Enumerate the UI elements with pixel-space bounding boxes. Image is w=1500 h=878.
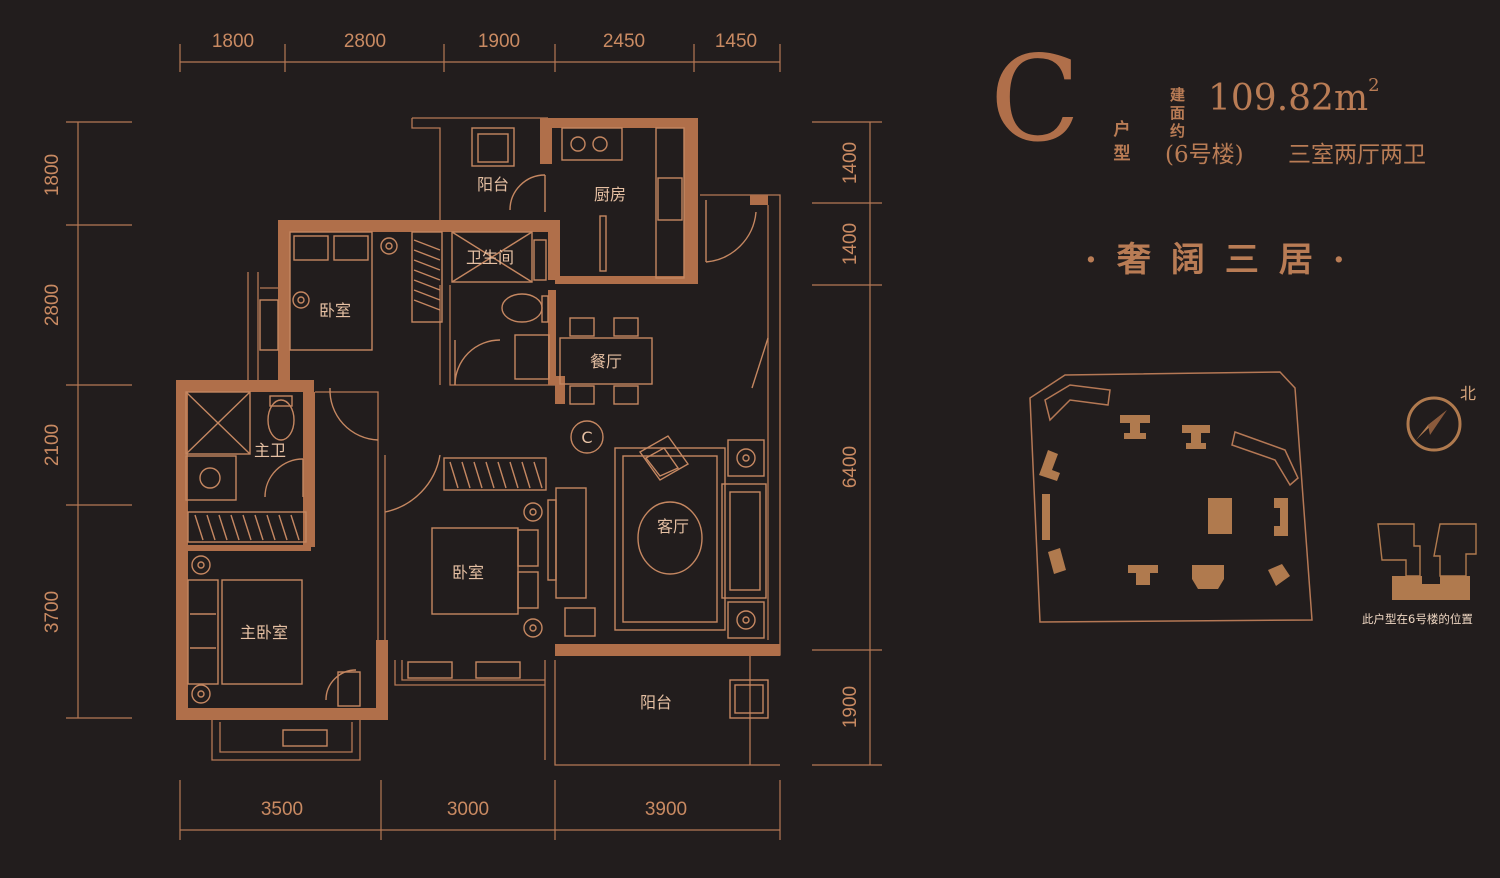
north-compass-icon <box>1406 396 1462 452</box>
room-dining: 餐厅 <box>590 352 622 371</box>
dim-right-1: 1400 <box>840 142 861 184</box>
dim-right-4: 1900 <box>840 686 861 728</box>
dim-top-2: 2800 <box>344 31 386 52</box>
dim-bottom-2: 3000 <box>447 799 489 820</box>
room-bathroom: 卫生间 <box>466 248 514 267</box>
unit-marker: C <box>581 428 592 447</box>
room-master-bedroom: 主卧室 <box>240 623 288 642</box>
dimension-labels: 1800 2800 1900 2450 1450 3500 3000 3900 … <box>42 31 861 820</box>
site-buildings <box>1039 415 1290 589</box>
room-balcony-south: 阳台 <box>640 693 672 712</box>
site-plan <box>1029 371 1313 623</box>
room-master-bath: 主卫 <box>254 441 286 460</box>
room-kitchen: 厨房 <box>594 185 626 204</box>
room-balcony-north: 阳台 <box>477 175 509 194</box>
location-caption: 此户型在6号楼的位置 <box>1362 612 1473 626</box>
dim-bottom-3: 3900 <box>645 799 687 820</box>
dim-top-5: 1450 <box>715 31 757 52</box>
dim-top-1: 1800 <box>212 31 254 52</box>
dim-left-1: 1800 <box>42 154 63 196</box>
dim-left-4: 3700 <box>42 591 63 633</box>
fixtures <box>185 127 769 747</box>
dim-right-3: 6400 <box>840 446 861 488</box>
room-labels: 阳台 厨房 卫生间 卧室 餐厅 主卫 客厅 卧室 主卧室 阳台 C <box>240 175 689 712</box>
area-label: 建面约 <box>1170 86 1186 140</box>
area-exponent: 2 <box>1368 75 1380 96</box>
tagline: ·奢阔三居· <box>1085 240 1365 280</box>
thick-walls <box>176 118 780 720</box>
location-key-icon <box>1377 523 1477 600</box>
dimension-lines <box>66 44 882 840</box>
dim-left-3: 2100 <box>42 424 63 466</box>
dim-top-4: 2450 <box>603 31 645 52</box>
north-label: 北 <box>1460 386 1477 403</box>
unit-type-label: 户型 <box>1113 120 1131 164</box>
dim-left-2: 2800 <box>42 284 63 326</box>
room-bedroom-a: 卧室 <box>319 301 351 320</box>
building-number: (6号楼) <box>1165 142 1244 168</box>
layout-description: 三室两厅两卫 <box>1288 142 1426 168</box>
area-number: 109.82m <box>1208 78 1369 119</box>
dim-right-2: 1400 <box>840 223 861 265</box>
room-living: 客厅 <box>657 517 689 536</box>
dim-top-3: 1900 <box>478 31 520 52</box>
room-bedroom-b: 卧室 <box>452 563 484 582</box>
dim-bottom-1: 3500 <box>261 799 303 820</box>
unit-letter: C <box>990 30 1081 168</box>
area-value: 109.82m2 <box>1208 75 1380 119</box>
